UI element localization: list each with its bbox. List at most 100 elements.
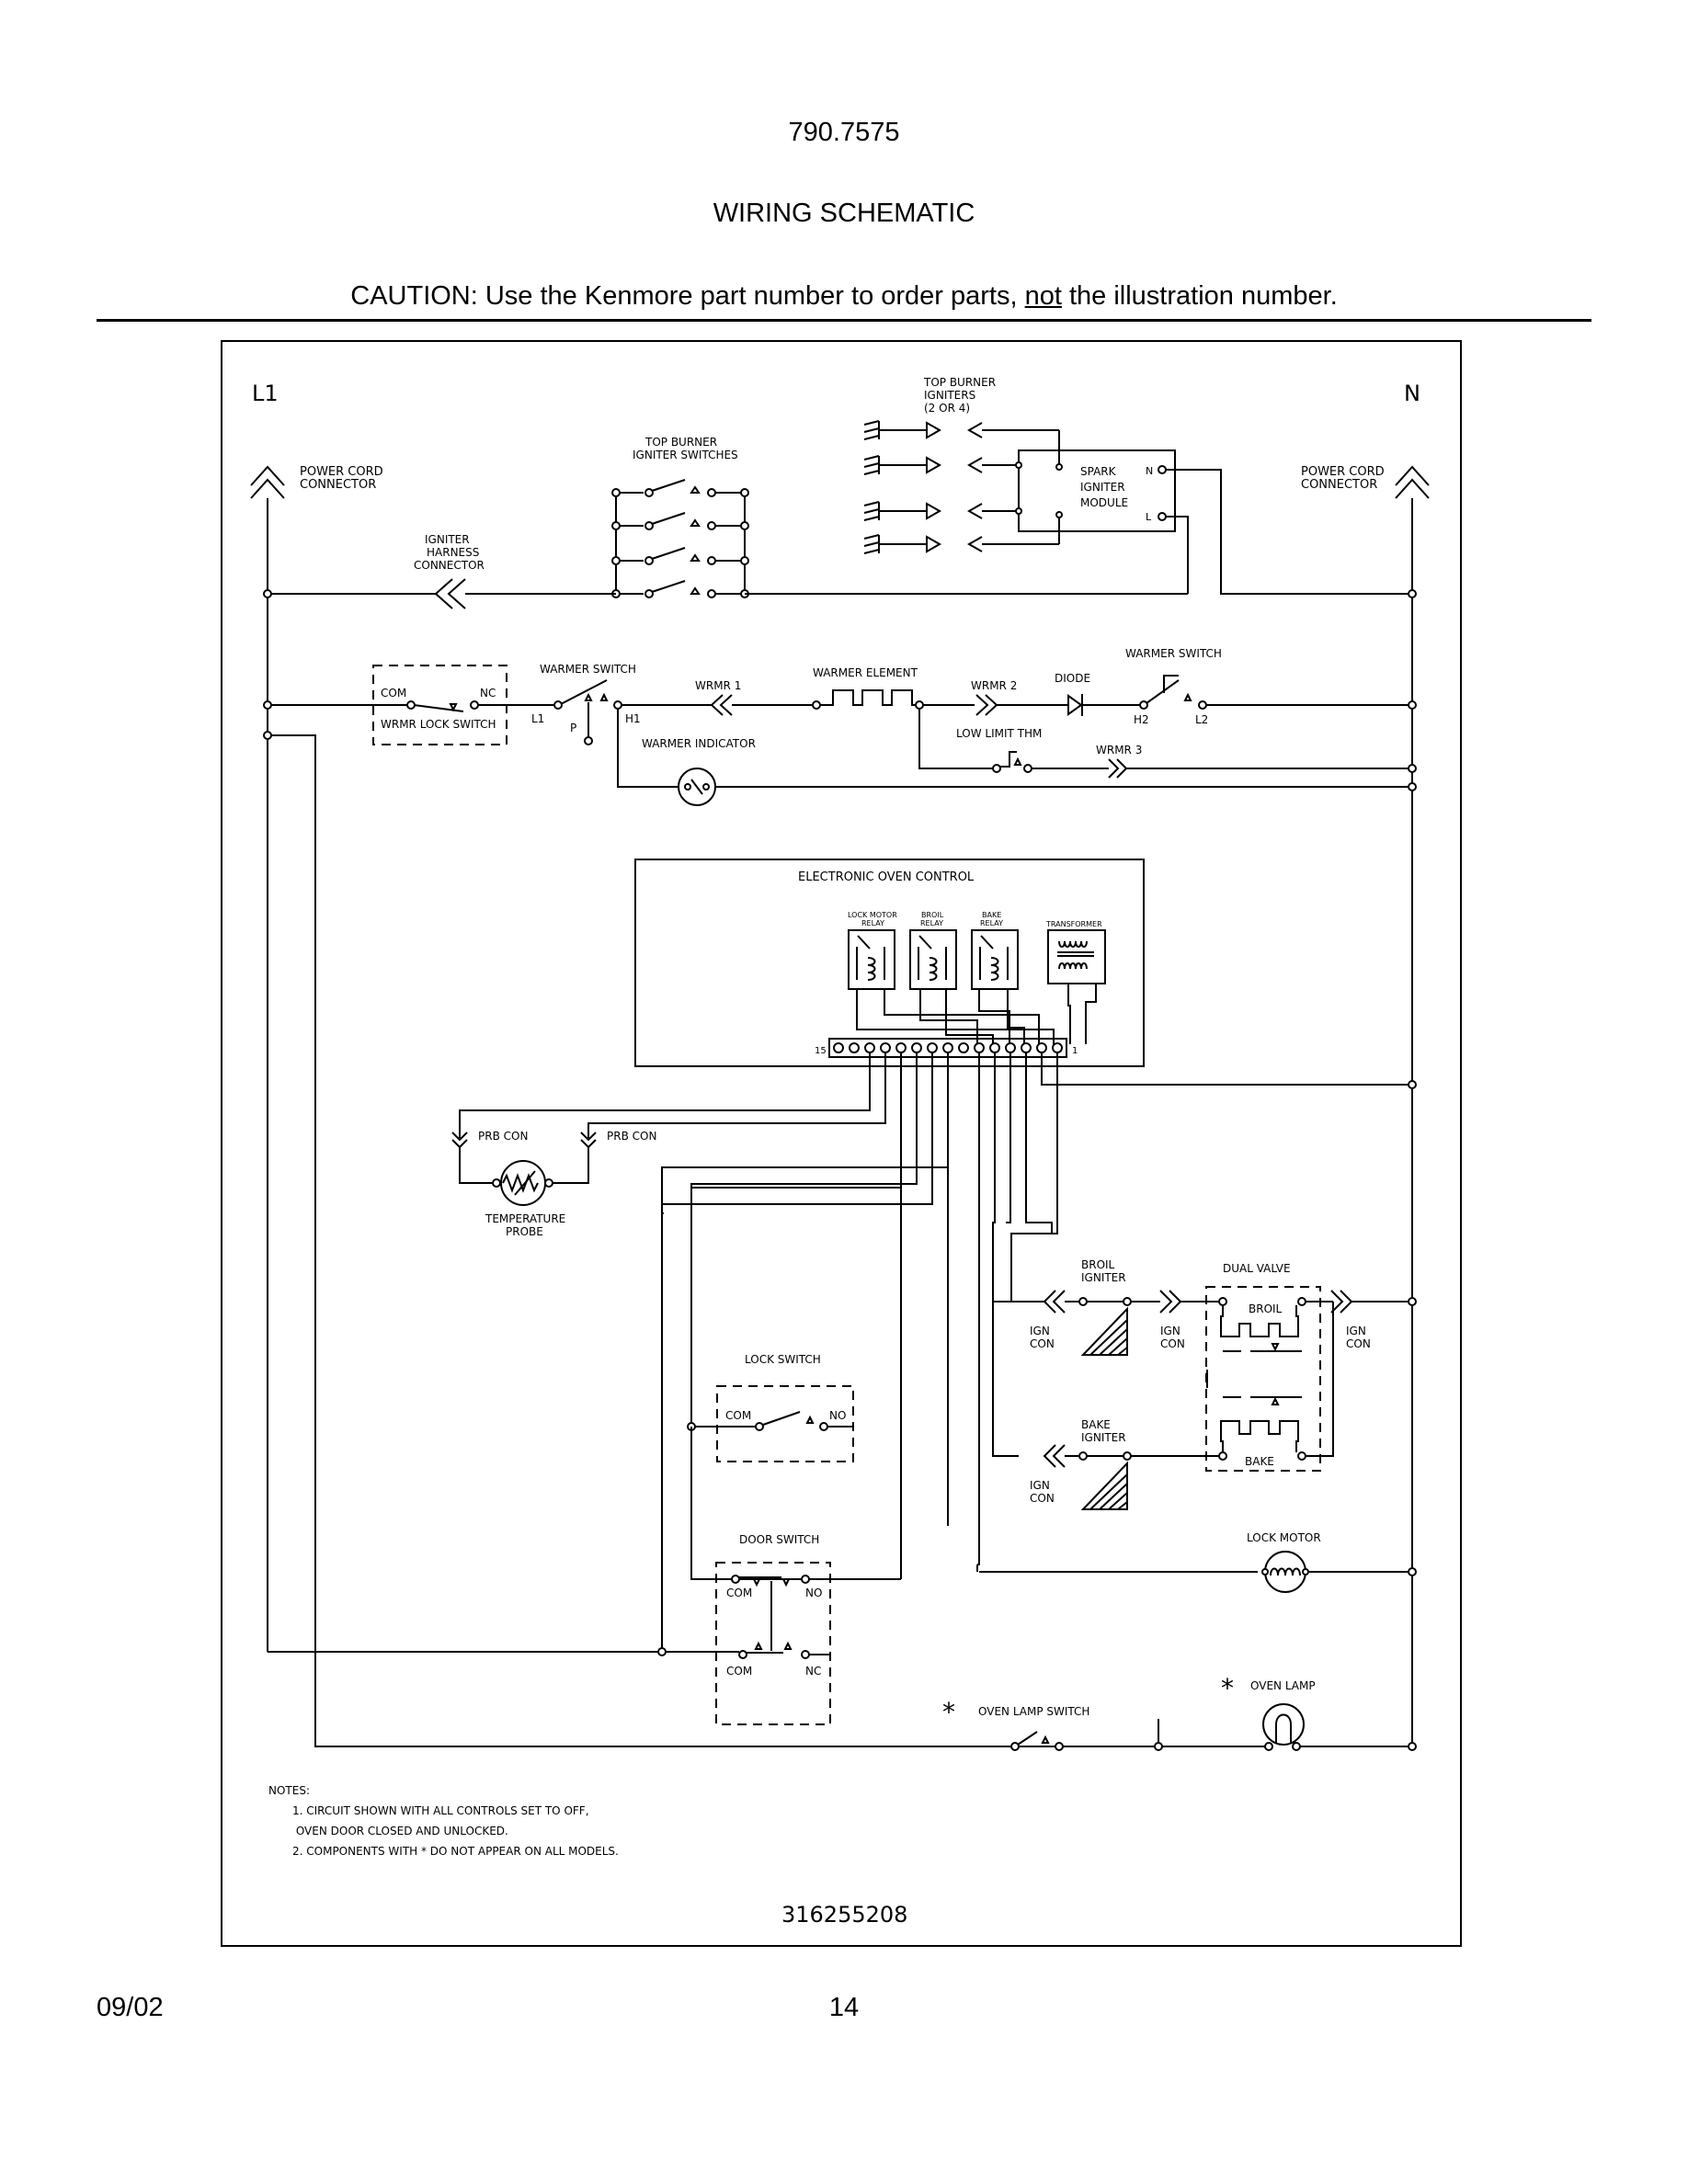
diode-icon: [1067, 694, 1083, 716]
warmer-indicator-icon: [678, 768, 716, 806]
lock-motor-icon: [1261, 1551, 1309, 1593]
wrmr-lock-nc: NC: [480, 687, 496, 700]
page-number: 14: [828, 1993, 860, 2022]
door-switch-label: DOOR SWITCH: [739, 1533, 819, 1546]
lock-motor-relay-icon: [848, 929, 895, 990]
door-switch-com-2: COM: [726, 1665, 752, 1678]
schematic-part-number: 316255208: [781, 1902, 907, 1928]
bake-igniter-icon: [1080, 1461, 1128, 1510]
l1-label: L1: [252, 381, 279, 406]
wrmr3-connector-icon: [1108, 758, 1128, 779]
warmer-switch-h1: H1: [625, 712, 641, 725]
caution-emphasis: not: [1024, 281, 1062, 311]
dual-valve-broil-label: BROIL: [1249, 1302, 1283, 1315]
wrmr2-label: WRMR 2: [971, 679, 1017, 692]
warmer-element-label: WARMER ELEMENT: [813, 666, 918, 679]
model-number: 790.7575: [788, 118, 900, 147]
module-n-terminal: N: [1146, 465, 1153, 477]
door-switch-nc: NC: [805, 1665, 821, 1678]
warmer-switch-2-h2: H2: [1134, 713, 1149, 726]
diode-label: DIODE: [1055, 672, 1090, 685]
ign-con-3-icon: [1330, 1290, 1353, 1314]
caution-note: CAUTION: Use the Kenmore part number to …: [0, 281, 1688, 312]
revision-date: 09/02: [97, 1993, 164, 2022]
prb-con-label-1: PRB CON: [478, 1130, 528, 1143]
lock-switch-box: [716, 1385, 854, 1462]
power-cord-connector-l1-icon: [250, 465, 285, 499]
transformer-icon: [1047, 929, 1106, 984]
lock-switch-com: COM: [725, 1409, 751, 1422]
ign-con-2-icon: [1159, 1290, 1182, 1314]
igniter-switch-bank: [611, 479, 749, 598]
lock-switch-label: LOCK SWITCH: [745, 1353, 821, 1366]
warmer-switch-2-l2: L2: [1195, 713, 1208, 726]
ign-con-1-icon: [1043, 1290, 1066, 1314]
warmer-switch-p: P: [570, 722, 576, 734]
temperature-probe-icon: [492, 1160, 553, 1206]
lock-switch-no: NO: [829, 1409, 846, 1422]
control-internal-wiring: [856, 984, 1097, 1044]
oven-lamp-switch-label: OVEN LAMP SWITCH: [978, 1705, 1089, 1718]
broil-relay-icon: [909, 929, 957, 990]
door-switch-com-1: COM: [726, 1587, 752, 1599]
wrmr3-label: WRMR 3: [1096, 744, 1142, 756]
igniter-harness-connector-icon: [434, 578, 466, 609]
schematic-frame: [221, 340, 1462, 1947]
transformer-label: TRANSFORMER: [1045, 920, 1102, 928]
bake-valve-coil-icon: [1220, 1396, 1302, 1452]
dual-valve-bake-label: BAKE: [1245, 1455, 1274, 1468]
door-switch-box: [715, 1562, 831, 1725]
wrmr-lock-com: COM: [381, 687, 406, 700]
warmer-element-icon: [820, 689, 925, 706]
power-cord-connector-n-icon: [1395, 465, 1430, 499]
pin-1-label: 1: [1072, 1046, 1078, 1056]
door-switch-no: NO: [805, 1587, 822, 1599]
n-label: N: [1404, 381, 1420, 406]
wrmr1-connector-icon: [710, 694, 733, 716]
broil-igniter-icon: [1080, 1306, 1128, 1356]
spark-igniter-module-box: [1018, 449, 1176, 532]
header-divider: [97, 319, 1591, 322]
wrmr2-connector-icon: [975, 694, 998, 716]
oven-lamp-icon: [1262, 1703, 1305, 1751]
ign-con-4-icon: [1043, 1444, 1066, 1468]
electronic-oven-control-box: [634, 859, 1145, 1067]
dual-valve-label: DUAL VALVE: [1223, 1262, 1291, 1275]
oven-lamp-label: OVEN LAMP: [1250, 1679, 1316, 1692]
broil-valve-coil-icon: [1220, 1305, 1302, 1352]
lock-motor-label: LOCK MOTOR: [1247, 1531, 1321, 1544]
notes-list: 1. CIRCUIT SHOWN WITH ALL CONTROLS SET T…: [292, 1804, 619, 1858]
warmer-switch-label: WARMER SWITCH: [540, 663, 636, 676]
oven-lamp-switch-asterisk: *: [942, 1697, 955, 1727]
page-title: WIRING SCHEMATIC: [713, 199, 975, 228]
wrmr-lock-switch-label: WRMR LOCK SWITCH: [381, 718, 496, 731]
igniter-electrodes-icon: [863, 420, 1059, 554]
pin-15-label: 15: [815, 1046, 827, 1056]
warmer-indicator-label: WARMER INDICATOR: [642, 737, 756, 750]
caution-text-start: CAUTION: Use the Kenmore part number to …: [350, 281, 1025, 311]
bake-relay-icon: [971, 929, 1019, 990]
control-pins: [833, 1042, 1063, 1053]
warmer-switch-l1: L1: [531, 712, 544, 725]
oven-lamp-switch-icon: [1010, 1731, 1064, 1751]
electronic-oven-control-label: ELECTRONIC OVEN CONTROL: [798, 870, 975, 884]
wrmr1-label: WRMR 1: [695, 679, 741, 692]
low-limit-thm-label: LOW LIMIT THM: [956, 727, 1042, 740]
module-l-terminal: L: [1146, 511, 1152, 523]
